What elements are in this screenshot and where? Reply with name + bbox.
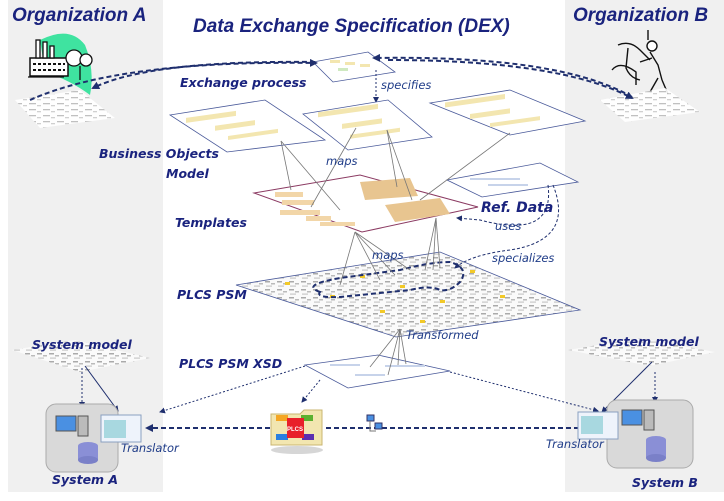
plcs-package-label: PLCS [287, 427, 303, 433]
xsd-to-translator-a-arrow [159, 365, 306, 414]
transformed-label: Transformed [406, 328, 479, 342]
organization-a-document [15, 90, 115, 128]
exchange-to-org-b-arrow [387, 59, 634, 99]
psm-subset-boundary [312, 260, 465, 299]
xsd-to-translator-b-arrow [449, 371, 599, 413]
specifies-label: specifies [381, 78, 432, 92]
business-object-sheet-1 [168, 99, 327, 153]
system-a-label: System A [52, 472, 119, 487]
system-a-translator-model-arrow [84, 365, 119, 412]
business-objects-label: Business Objects [99, 146, 219, 161]
xsd-to-package-arrow [301, 379, 321, 403]
system-a-model-label: System model [32, 337, 132, 352]
ref-data-label: Ref. Data [481, 200, 554, 216]
page-title: Data Exchange Specification (DEX) [193, 16, 510, 37]
templates-sheet [252, 174, 479, 233]
factory-icon [28, 33, 93, 95]
org-a-exchange-link [29, 58, 318, 101]
organization-a-title: Organization A [12, 5, 147, 26]
translator-b-icon[interactable] [577, 411, 619, 440]
system-b-model-label: System model [599, 334, 699, 349]
organization-b-document [600, 88, 700, 122]
mapping-lines [280, 127, 511, 376]
org-b-to-exchange-arrow [372, 53, 633, 98]
maps-lower-label: maps [372, 248, 404, 262]
business-object-sheet-2 [302, 99, 433, 151]
maps-upper-label: maps [326, 154, 358, 168]
organization-b-title: Organization B [573, 5, 709, 26]
plcs-psm-xsd-label: PLCS PSM XSD [179, 356, 283, 371]
system-a-model-sheet [12, 340, 150, 372]
system-b-model-sheet [568, 338, 715, 366]
mechanic-icon [611, 30, 669, 95]
translator-b-label: Translator [546, 437, 604, 451]
specializes-label: specializes [492, 251, 555, 265]
ref-data-sheet [445, 162, 580, 198]
system-b-label: System B [632, 475, 698, 490]
templates-label: Templates [175, 215, 247, 230]
translator-a-icon[interactable] [100, 414, 142, 443]
system-a-box[interactable] [45, 403, 119, 473]
uses-label: uses [495, 219, 522, 233]
translator-a-label: Translator [121, 441, 179, 455]
exchange-to-org-a-arrow [91, 60, 316, 89]
specializes-arrow [454, 184, 560, 269]
exchange-process-label: Exchange process [180, 75, 307, 90]
plcs-psm-label: PLCS PSM [177, 287, 247, 302]
network-icon [366, 414, 383, 432]
plcs-psm-sheet [235, 251, 582, 338]
plcs-folder-icon[interactable] [270, 409, 323, 454]
business-objects-label-line2: Model [166, 166, 209, 181]
business-object-sheet-3 [428, 89, 587, 136]
plcs-psm-xsd-sheet [303, 354, 451, 389]
system-b-box[interactable] [606, 399, 694, 469]
uses-arrow [456, 184, 550, 226]
